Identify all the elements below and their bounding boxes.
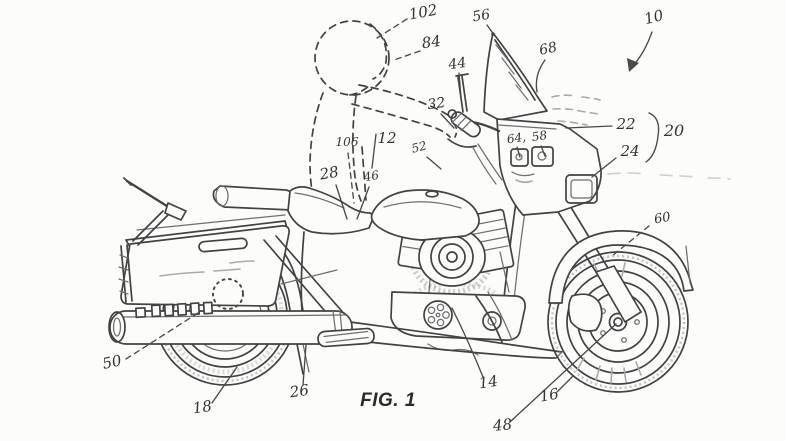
saddlebag-handle [198, 237, 248, 253]
leader-26 [302, 344, 307, 386]
motion-squiggles [551, 94, 601, 126]
control-cables [471, 143, 503, 185]
leader-48 [510, 323, 617, 422]
leader-60 [611, 225, 650, 257]
leader-84 [393, 50, 421, 61]
leader-56 [486, 24, 493, 33]
rider-jaw-line [349, 83, 372, 96]
ref-label-58: 58 [531, 128, 548, 144]
brake-lever [447, 138, 477, 148]
leader-18 [211, 366, 238, 404]
ref-label-12: 12 [377, 129, 396, 147]
leader-16 [556, 375, 574, 393]
leader-24 [591, 157, 617, 178]
leader-68 [535, 59, 546, 93]
muffler-end-cap [108, 311, 126, 343]
seat [287, 186, 375, 235]
ref-label-52: 52 [410, 138, 428, 155]
gauge-right [531, 146, 554, 167]
fender-stay [296, 343, 304, 375]
rack-bracket [164, 202, 187, 221]
leader-64 [516, 146, 521, 158]
fork-slider [595, 265, 642, 323]
ref-label-24: 24 [619, 142, 639, 160]
clutch-cover [423, 300, 453, 330]
ref-label-26: 26 [288, 381, 311, 402]
hidden-speaker-outline [212, 278, 244, 310]
leader-22 [565, 125, 613, 129]
brake-caliper [567, 293, 603, 332]
leader-58 [540, 145, 546, 157]
reference-labels: 102 84 56 44 68 10 32 106 12 52 64,58 22 24 20 28 46 60 5… [101, 1, 684, 435]
ref-label-48: 48 [491, 415, 513, 435]
rider-head-outline [314, 20, 390, 96]
ref-label-46: 46 [362, 168, 381, 185]
leader-32 [440, 113, 455, 129]
leader-12 [371, 133, 377, 169]
hand-grip [447, 109, 481, 138]
ref-label-106: 106 [336, 135, 359, 149]
ref-label-18: 18 [192, 397, 213, 417]
rider-back-line [309, 92, 324, 204]
leader-50 [125, 312, 199, 360]
rider-leg-line [361, 146, 367, 201]
ref-label-32: 32 [427, 95, 447, 113]
rider-torso-front-line [352, 95, 362, 202]
ref-label-20: 20 [663, 121, 684, 140]
saddlebag [118, 210, 290, 310]
exhaust [108, 301, 563, 359]
engine [390, 208, 526, 356]
ref-label-84: 84 [421, 32, 442, 52]
fuel-cap [425, 190, 439, 198]
ref-label-16: 16 [538, 384, 560, 405]
exhaust-pipe [349, 321, 563, 353]
windshield-tip [491, 32, 495, 36]
leader-52 [426, 156, 442, 170]
leader-44 [458, 72, 462, 99]
leader-102 [376, 18, 408, 39]
leader-46 [356, 186, 370, 220]
floorboard [317, 327, 375, 348]
leader-28 [335, 184, 348, 220]
ref-label-22: 22 [615, 115, 635, 133]
ref-label-28: 28 [317, 163, 340, 184]
ref-label-44: 44 [447, 55, 468, 73]
scan-smudges [607, 172, 731, 180]
ref-label-60: 60 [653, 210, 672, 228]
leader-10 [632, 31, 653, 67]
figure-caption: FIG. 1 [360, 390, 416, 411]
rider-helmet-line [369, 23, 388, 80]
backrest-roll [212, 185, 296, 211]
crankcase [390, 291, 526, 341]
fuel-tank [370, 189, 480, 241]
fairing-assembly [447, 32, 602, 216]
saddlebag-guard [263, 235, 348, 325]
ref-label-56: 56 [471, 7, 491, 26]
front-fender [548, 230, 694, 304]
arrowhead-10 [627, 58, 639, 72]
rider-arm-upper-line [358, 84, 457, 122]
ref-label-102: 102 [407, 1, 438, 24]
windshield [483, 32, 548, 121]
leader-20 [645, 112, 660, 163]
leader-14 [451, 307, 484, 378]
rear-rack [123, 177, 296, 221]
heat-shield-vents [135, 301, 214, 319]
ref-label-14: 14 [478, 372, 499, 392]
lower-cowl [565, 174, 598, 204]
ref-label-64: 64, [506, 130, 527, 147]
gauge-left [510, 148, 529, 167]
ref-label-68: 68 [538, 39, 559, 58]
ref-label-50: 50 [101, 351, 124, 373]
muffler [109, 310, 353, 345]
ref-label-10: 10 [642, 6, 665, 28]
leader-106 [347, 152, 355, 204]
antenna-rod [125, 179, 172, 210]
